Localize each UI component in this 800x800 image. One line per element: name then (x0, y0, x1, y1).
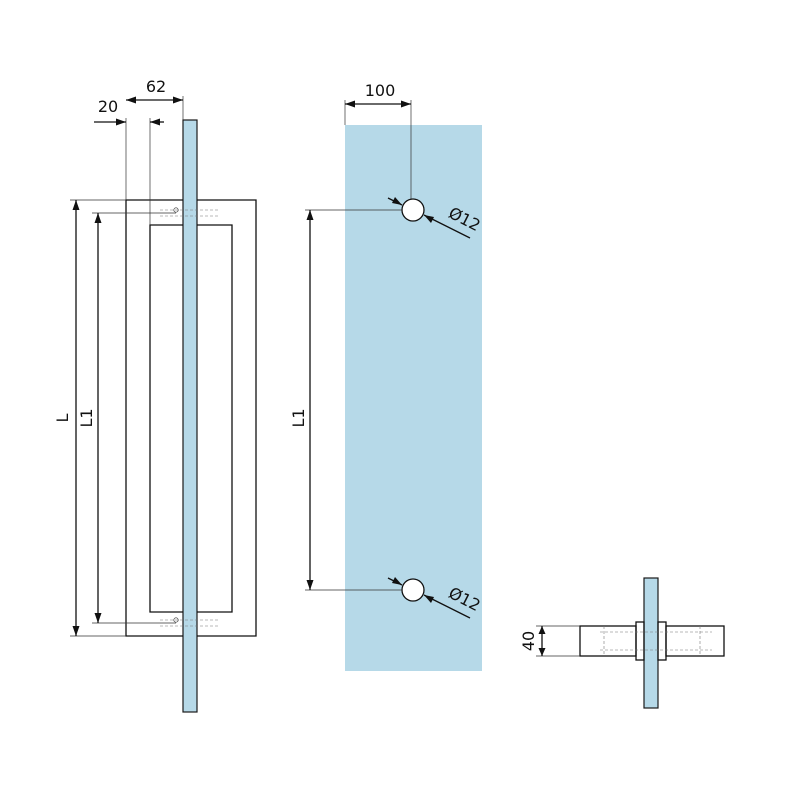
bolt-bottom-icon (173, 617, 179, 623)
dim-20-label: 20 (98, 97, 118, 116)
washer-left (635, 621, 645, 661)
glass-pane-section (643, 577, 659, 709)
hole-bottom (401, 578, 425, 602)
dim-L1-side-label: L1 (77, 408, 96, 427)
hole-top (401, 198, 425, 222)
glass-front-view: 100 Ø12 Ø12 L1 (289, 81, 483, 671)
side-view: 62 20 L L1 (53, 77, 257, 713)
left-handle-inner (149, 224, 183, 613)
dim-L-label: L (53, 413, 72, 422)
section-left-stub (579, 625, 637, 657)
dim-40-label: 40 (519, 631, 538, 651)
right-handle-inner (197, 224, 233, 613)
right-handle-outer (197, 199, 257, 637)
glass-pane-edge (182, 119, 198, 713)
bolt-top-icon (173, 207, 179, 213)
washer-right (657, 621, 667, 661)
dim-100-label: 100 (365, 81, 396, 100)
dim-L1-glass-label: L1 (289, 408, 308, 427)
left-handle-outer (125, 199, 183, 637)
section-view: 40 (519, 577, 725, 709)
section-right-stub (665, 625, 725, 657)
dim-62-label: 62 (146, 77, 166, 96)
